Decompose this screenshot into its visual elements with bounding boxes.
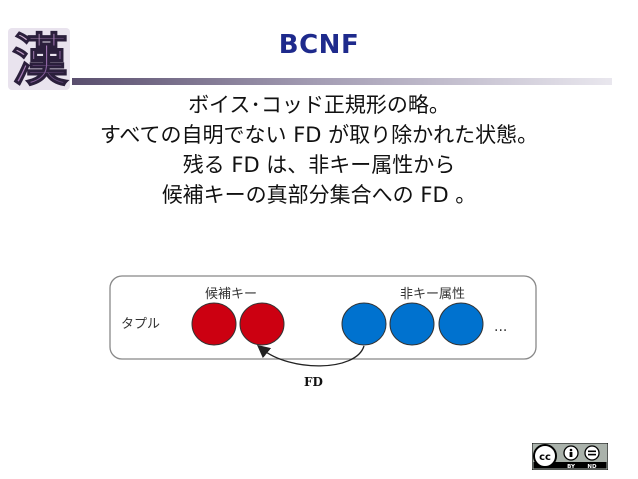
body-line-1: ボイス･コッド正規形の略。 xyxy=(188,93,450,117)
by-text: BY xyxy=(567,464,576,470)
key-attribute-2 xyxy=(239,302,285,346)
fd-arrow xyxy=(256,344,365,367)
header-rule xyxy=(72,78,612,85)
non-key-attributes-label: 非キー属性 xyxy=(400,287,465,302)
body-line-4: 候補キーの真部分集合への FD 。 xyxy=(161,183,477,207)
nd-icon xyxy=(584,445,600,461)
cc-icon xyxy=(533,444,557,468)
course-logo: 漢 xyxy=(8,27,70,95)
tuple-label: タプル xyxy=(121,317,160,332)
cc-license-badge[interactable]: cc BY ND xyxy=(532,443,608,470)
fd-label: FD xyxy=(304,375,323,389)
candidate-key-label: 候補キー xyxy=(205,287,257,302)
key-attribute-1 xyxy=(191,302,237,346)
nd-text: ND xyxy=(587,464,597,470)
ellipsis: ... xyxy=(494,319,507,335)
slide-title: BCNF xyxy=(278,30,360,60)
body-line-3: 残る FD は、非キー属性から xyxy=(182,153,456,177)
nonkey-attribute-2 xyxy=(389,302,435,346)
nonkey-attribute-1 xyxy=(341,302,387,346)
slide-body: ボイス･コッド正規形の略。 すべての自明でない FD が取り除かれた状態。 残る… xyxy=(0,90,638,210)
body-line-2: すべての自明でない FD が取り除かれた状態。 xyxy=(99,123,539,147)
nonkey-attribute-3 xyxy=(438,302,484,346)
cc-text: cc xyxy=(539,452,551,463)
logo-glyph: 漢 xyxy=(12,28,69,94)
